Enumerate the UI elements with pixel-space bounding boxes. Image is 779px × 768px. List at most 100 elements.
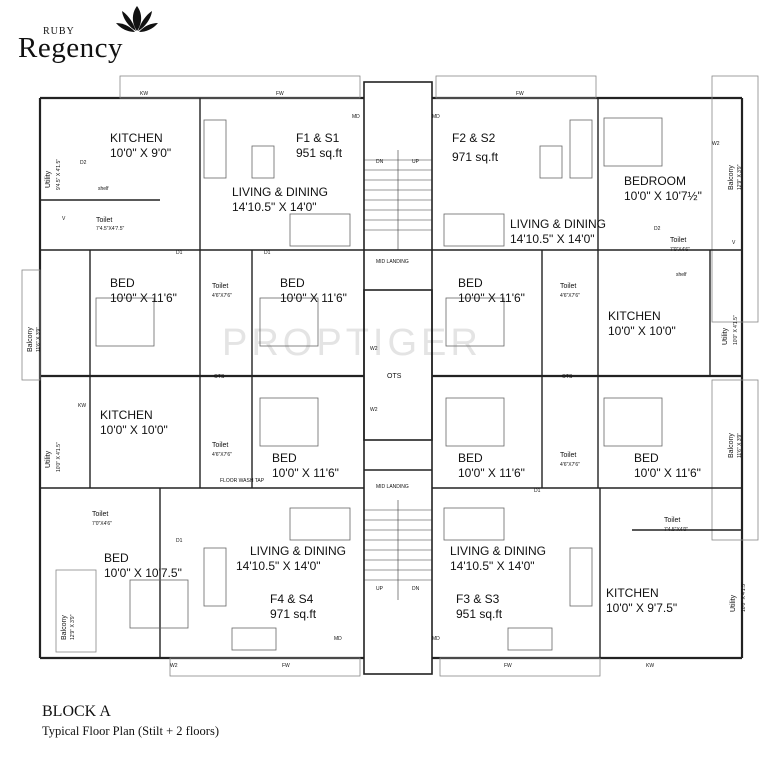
toilet-4-size: 7'0"X4'6" <box>92 521 112 527</box>
toilet-7: Toilet <box>560 452 576 459</box>
room-bed-tl-b-size: 10'0" X 11'6" <box>280 291 347 305</box>
room-bed-tl-a: BED <box>110 276 135 290</box>
md-tr: MD <box>432 114 440 120</box>
tag-floor-trap: FLOOR WASH TAP <box>220 478 265 484</box>
utility-1: Utility <box>45 170 52 188</box>
room-bed-mr-b-size: 10'0" X 11'6" <box>634 466 701 480</box>
mid-landing-top: MID LANDING <box>376 259 409 265</box>
tag-w2-1: W2 <box>712 141 720 147</box>
room-kitchen-tl: KITCHEN <box>110 131 163 145</box>
room-living-tl-size: 14'10.5" X 14'0" <box>232 200 317 214</box>
block-subtitle: Typical Floor Plan (Stilt + 2 floors) <box>42 724 219 738</box>
ots-core: OTS <box>387 373 402 380</box>
balcony-2-size: 12'9" X 3'9" <box>70 614 76 640</box>
balcony-3: Balcony <box>728 165 735 190</box>
tag-fw-1: FW <box>276 91 284 97</box>
md-tl: MD <box>352 114 360 120</box>
tag-v-2: V <box>732 240 736 246</box>
tag-d1-2: D1 <box>264 250 271 256</box>
tag-v-1: V <box>62 216 66 222</box>
unit-f2-area: 971 sq.ft <box>452 150 499 164</box>
room-bedroom-tr-size: 10'0" X 10'7½" <box>624 189 702 203</box>
room-living-br-size: 14'10.5" X 14'0" <box>450 559 535 573</box>
tag-d1-1: D1 <box>176 250 183 256</box>
toilet-3: Toilet <box>212 442 228 449</box>
tag-fw-4: FW <box>504 663 512 669</box>
room-living-tl: LIVING & DINING <box>232 185 328 199</box>
unit-f1-id: F1 & S1 <box>296 131 340 145</box>
tag-shelf-1: shelf <box>98 186 109 192</box>
brand-ruby: RUBY <box>43 26 75 37</box>
tag-fw-2: FW <box>516 91 524 97</box>
toilet-6-size: 4'6"X7'6" <box>560 293 580 299</box>
tag-d2-1: D2 <box>80 160 87 166</box>
room-living-tr: LIVING & DINING <box>510 217 606 231</box>
utility-2-size: 10'0" X 4'1.5" <box>56 442 62 472</box>
ots-shaft-1: OTS <box>214 374 225 380</box>
toilet-2: Toilet <box>212 283 228 290</box>
room-bed-mr-a-size: 10'0" X 11'6" <box>458 466 525 480</box>
tag-d2-2: D2 <box>654 226 661 232</box>
room-kitchen-tl-size: 10'0" X 9'0" <box>110 146 171 160</box>
room-bed-ml: BED <box>272 451 297 465</box>
utility-3: Utility <box>722 327 729 345</box>
mid-landing-bottom: MID LANDING <box>376 484 409 490</box>
utility-3-size: 10'0" X 4'1.5" <box>733 315 739 345</box>
toilet-2-size: 4'6"X7'6" <box>212 293 232 299</box>
unit-f2-id: F2 & S2 <box>452 131 496 145</box>
tag-w2-4: W2 <box>170 663 178 669</box>
room-kitchen-ml-size: 10'0" X 10'0" <box>100 423 168 437</box>
room-bed-mr-a: BED <box>458 451 483 465</box>
tag-kw-3: KW <box>646 663 654 669</box>
room-bed-ml-size: 10'0" X 11'6" <box>272 466 339 480</box>
balcony-3-size: 12'9" X 3'9" <box>737 164 743 190</box>
stair-up: UP <box>412 159 420 165</box>
utility-4-size: 10'0" X 4'1.5" <box>741 582 747 612</box>
room-living-bl: LIVING & DINING <box>250 544 346 558</box>
utility-4: Utility <box>730 594 737 612</box>
utility-2: Utility <box>45 450 52 468</box>
stair-dn: DN <box>376 159 384 165</box>
room-kitchen-tr: KITCHEN <box>608 309 661 323</box>
brand-name: Regency <box>18 32 123 64</box>
brand-logo: RUBY Regency <box>18 4 178 64</box>
utility-1-size: 9'4.5" X 4'1.5" <box>56 159 62 190</box>
room-bed-bl-size: 10'0" X 10'7.5" <box>104 566 182 580</box>
balcony-4: Balcony <box>728 433 735 458</box>
room-living-br: LIVING & DINING <box>450 544 546 558</box>
room-kitchen-tr-size: 10'0" X 10'0" <box>608 324 676 338</box>
room-bed-tr: BED <box>458 276 483 290</box>
toilet-4: Toilet <box>92 511 108 518</box>
balcony-1-size: 11'6" X 3'9" <box>36 327 42 352</box>
tag-kw-1: KW <box>140 91 148 97</box>
watermark: PROPTIGER <box>222 322 482 364</box>
room-kitchen-br-size: 10'0" X 9'7.5" <box>606 601 677 615</box>
toilet-3-size: 4'6"X7'6" <box>212 452 232 458</box>
partitions <box>40 98 742 658</box>
tag-w2-3: W2 <box>370 407 378 413</box>
room-bed-tl-b: BED <box>280 276 305 290</box>
room-bed-mr-b: BED <box>634 451 659 465</box>
room-living-tr-size: 14'10.5" X 14'0" <box>510 232 595 246</box>
room-bed-tr-size: 10'0" X 11'6" <box>458 291 525 305</box>
unit-f4-area: 971 sq.ft <box>270 607 317 621</box>
tag-kw-2: KW <box>78 403 86 409</box>
unit-f4-id: F4 & S4 <box>270 592 314 606</box>
room-bed-tl-a-size: 10'0" X 11'6" <box>110 291 177 305</box>
unit-f3-area: 951 sq.ft <box>456 607 503 621</box>
tag-w2-2: W2 <box>370 346 378 352</box>
block-title: BLOCK A <box>42 703 111 720</box>
md-br: MD <box>432 636 440 642</box>
stair-up-2: UP <box>376 586 384 592</box>
toilet-5-size: 7'0"X4'6" <box>670 247 690 253</box>
md-bl: MD <box>334 636 342 642</box>
stair-treads <box>364 150 432 600</box>
stair-dn-2: DN <box>412 586 420 592</box>
exterior-outline <box>21 75 759 677</box>
room-kitchen-ml: KITCHEN <box>100 408 153 422</box>
furniture <box>95 117 663 651</box>
toilet-6: Toilet <box>560 283 576 290</box>
balcony-2: Balcony <box>61 615 68 640</box>
balcony-1: Balcony <box>27 327 34 352</box>
tag-shelf-2: shelf <box>676 272 687 278</box>
